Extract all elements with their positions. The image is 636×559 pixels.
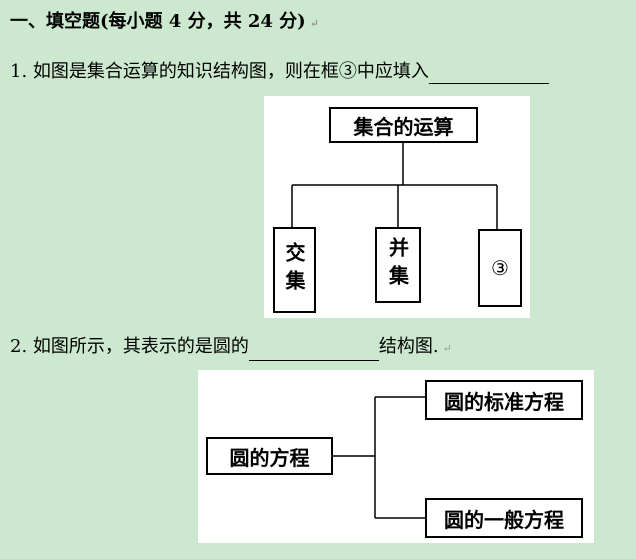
box-union: 并集 <box>375 227 421 303</box>
figure-set-operations: 集合的运算 交集 并集 ③ <box>264 96 530 318</box>
paragraph-mark: ↵ <box>309 17 319 30</box>
box-root: 集合的运算 <box>329 107 478 143</box>
question-2: 2. 如图所示，其表示的是圆的 结构图.↵ <box>10 335 452 361</box>
connector-lines <box>333 396 425 519</box>
box-standard-equation: 圆的标准方程 <box>425 380 583 420</box>
question-2-text-after: 结构图. <box>378 336 439 357</box>
paragraph-mark: ↵ <box>442 342 452 355</box>
section-title: 一、填空题(每小题 4 分，共 24 分)↵ <box>10 10 319 36</box>
section-title-text: 一、填空题(每小题 4 分，共 24 分) <box>10 11 306 32</box>
box-circle-equation: 圆的方程 <box>206 437 333 475</box>
figure-circle-equations: 圆的方程 圆的标准方程 圆的一般方程 <box>198 370 594 543</box>
answer-blank-2[interactable] <box>248 342 379 361</box>
box-general-equation: 圆的一般方程 <box>425 498 583 538</box>
box-intersection: 交集 <box>273 227 316 313</box>
box-3: ③ <box>478 229 522 307</box>
question-1-text: 1. 如图是集合运算的知识结构图，则在框③中应填入 <box>10 61 429 82</box>
connector-lines <box>291 143 498 229</box>
answer-blank-1[interactable] <box>428 65 549 84</box>
question-2-text-before: 2. 如图所示，其表示的是圆的 <box>10 336 249 357</box>
question-1: 1. 如图是集合运算的知识结构图，则在框③中应填入 <box>10 60 549 84</box>
